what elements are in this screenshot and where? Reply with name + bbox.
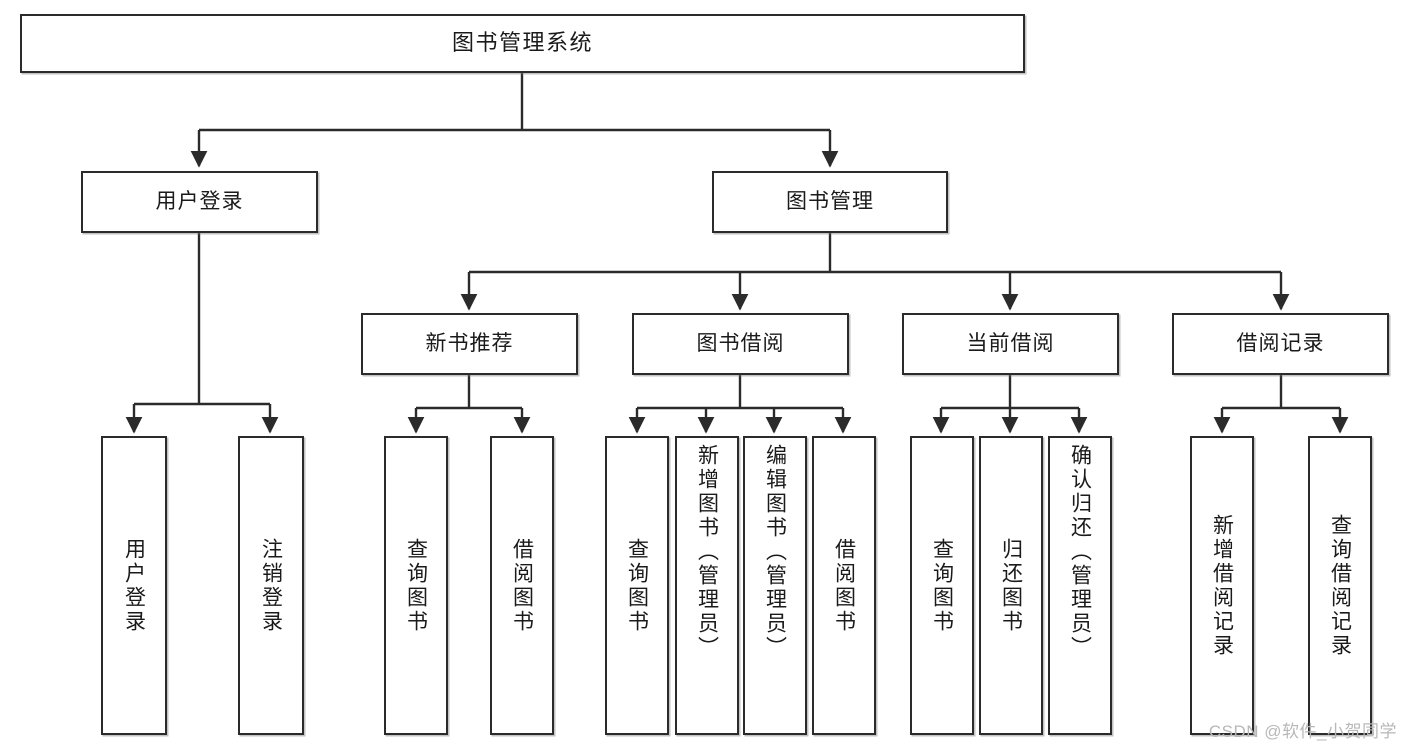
leaf-borrow-record-query-record[interactable]: 查询借阅记录 [1308,436,1372,735]
node-user-login[interactable]: 用户登录 [81,171,318,233]
node-label: 用户登录 [155,189,244,213]
node-label: 借阅图书 [832,537,856,634]
leaf-book-borrow-edit-book-admin[interactable]: 编辑图书（管理员） [743,436,807,735]
node-label: 新书推荐 [425,331,514,355]
leaf-new-book-borrow-book[interactable]: 借阅图书 [490,436,554,735]
node-label: 注销登录 [259,537,283,634]
node-label: 查询图书 [930,537,954,634]
leaf-user-login-logout[interactable]: 注销登录 [238,436,304,735]
node-label: 确认归还（管理员） [1068,444,1092,660]
leaf-borrow-record-add-record[interactable]: 新增借阅记录 [1190,436,1254,735]
node-label: 借阅记录 [1236,331,1325,355]
node-label: 查询图书 [404,537,428,634]
node-label: 图书借阅 [696,331,785,355]
node-label: 借阅图书 [510,537,534,634]
node-label: 图书管理系统 [451,30,593,56]
node-borrow-record[interactable]: 借阅记录 [1172,313,1389,375]
node-label: 查询借阅记录 [1328,513,1352,658]
node-label: 编辑图书（管理员） [763,444,787,660]
node-book-management[interactable]: 图书管理 [712,171,948,233]
leaf-book-borrow-query-book[interactable]: 查询图书 [605,436,669,735]
leaf-book-borrow-add-book-admin[interactable]: 新增图书（管理员） [675,436,739,735]
node-label: 用户登录 [122,537,146,634]
leaf-book-borrow-borrow-book[interactable]: 借阅图书 [812,436,876,735]
node-book-borrow[interactable]: 图书借阅 [632,313,849,375]
node-label: 当前借阅 [966,331,1055,355]
leaf-user-login-login[interactable]: 用户登录 [101,436,167,735]
node-label: 查询图书 [625,537,649,634]
node-label: 新增借阅记录 [1210,513,1234,658]
node-root-book-management-system[interactable]: 图书管理系统 [20,14,1025,73]
leaf-current-borrow-confirm-return-admin[interactable]: 确认归还（管理员） [1048,436,1112,735]
node-label: 新增图书（管理员） [695,444,719,660]
node-current-borrow[interactable]: 当前借阅 [902,313,1119,375]
csdn-watermark: CSDN @软件_小贺同学 [1208,722,1397,741]
leaf-current-borrow-query-book[interactable]: 查询图书 [910,436,974,735]
leaf-new-book-query-book[interactable]: 查询图书 [384,436,448,735]
node-label: 归还图书 [999,537,1023,634]
leaf-current-borrow-return-book[interactable]: 归还图书 [979,436,1043,735]
node-label: 图书管理 [786,189,874,213]
node-new-book-recommend[interactable]: 新书推荐 [361,313,578,375]
